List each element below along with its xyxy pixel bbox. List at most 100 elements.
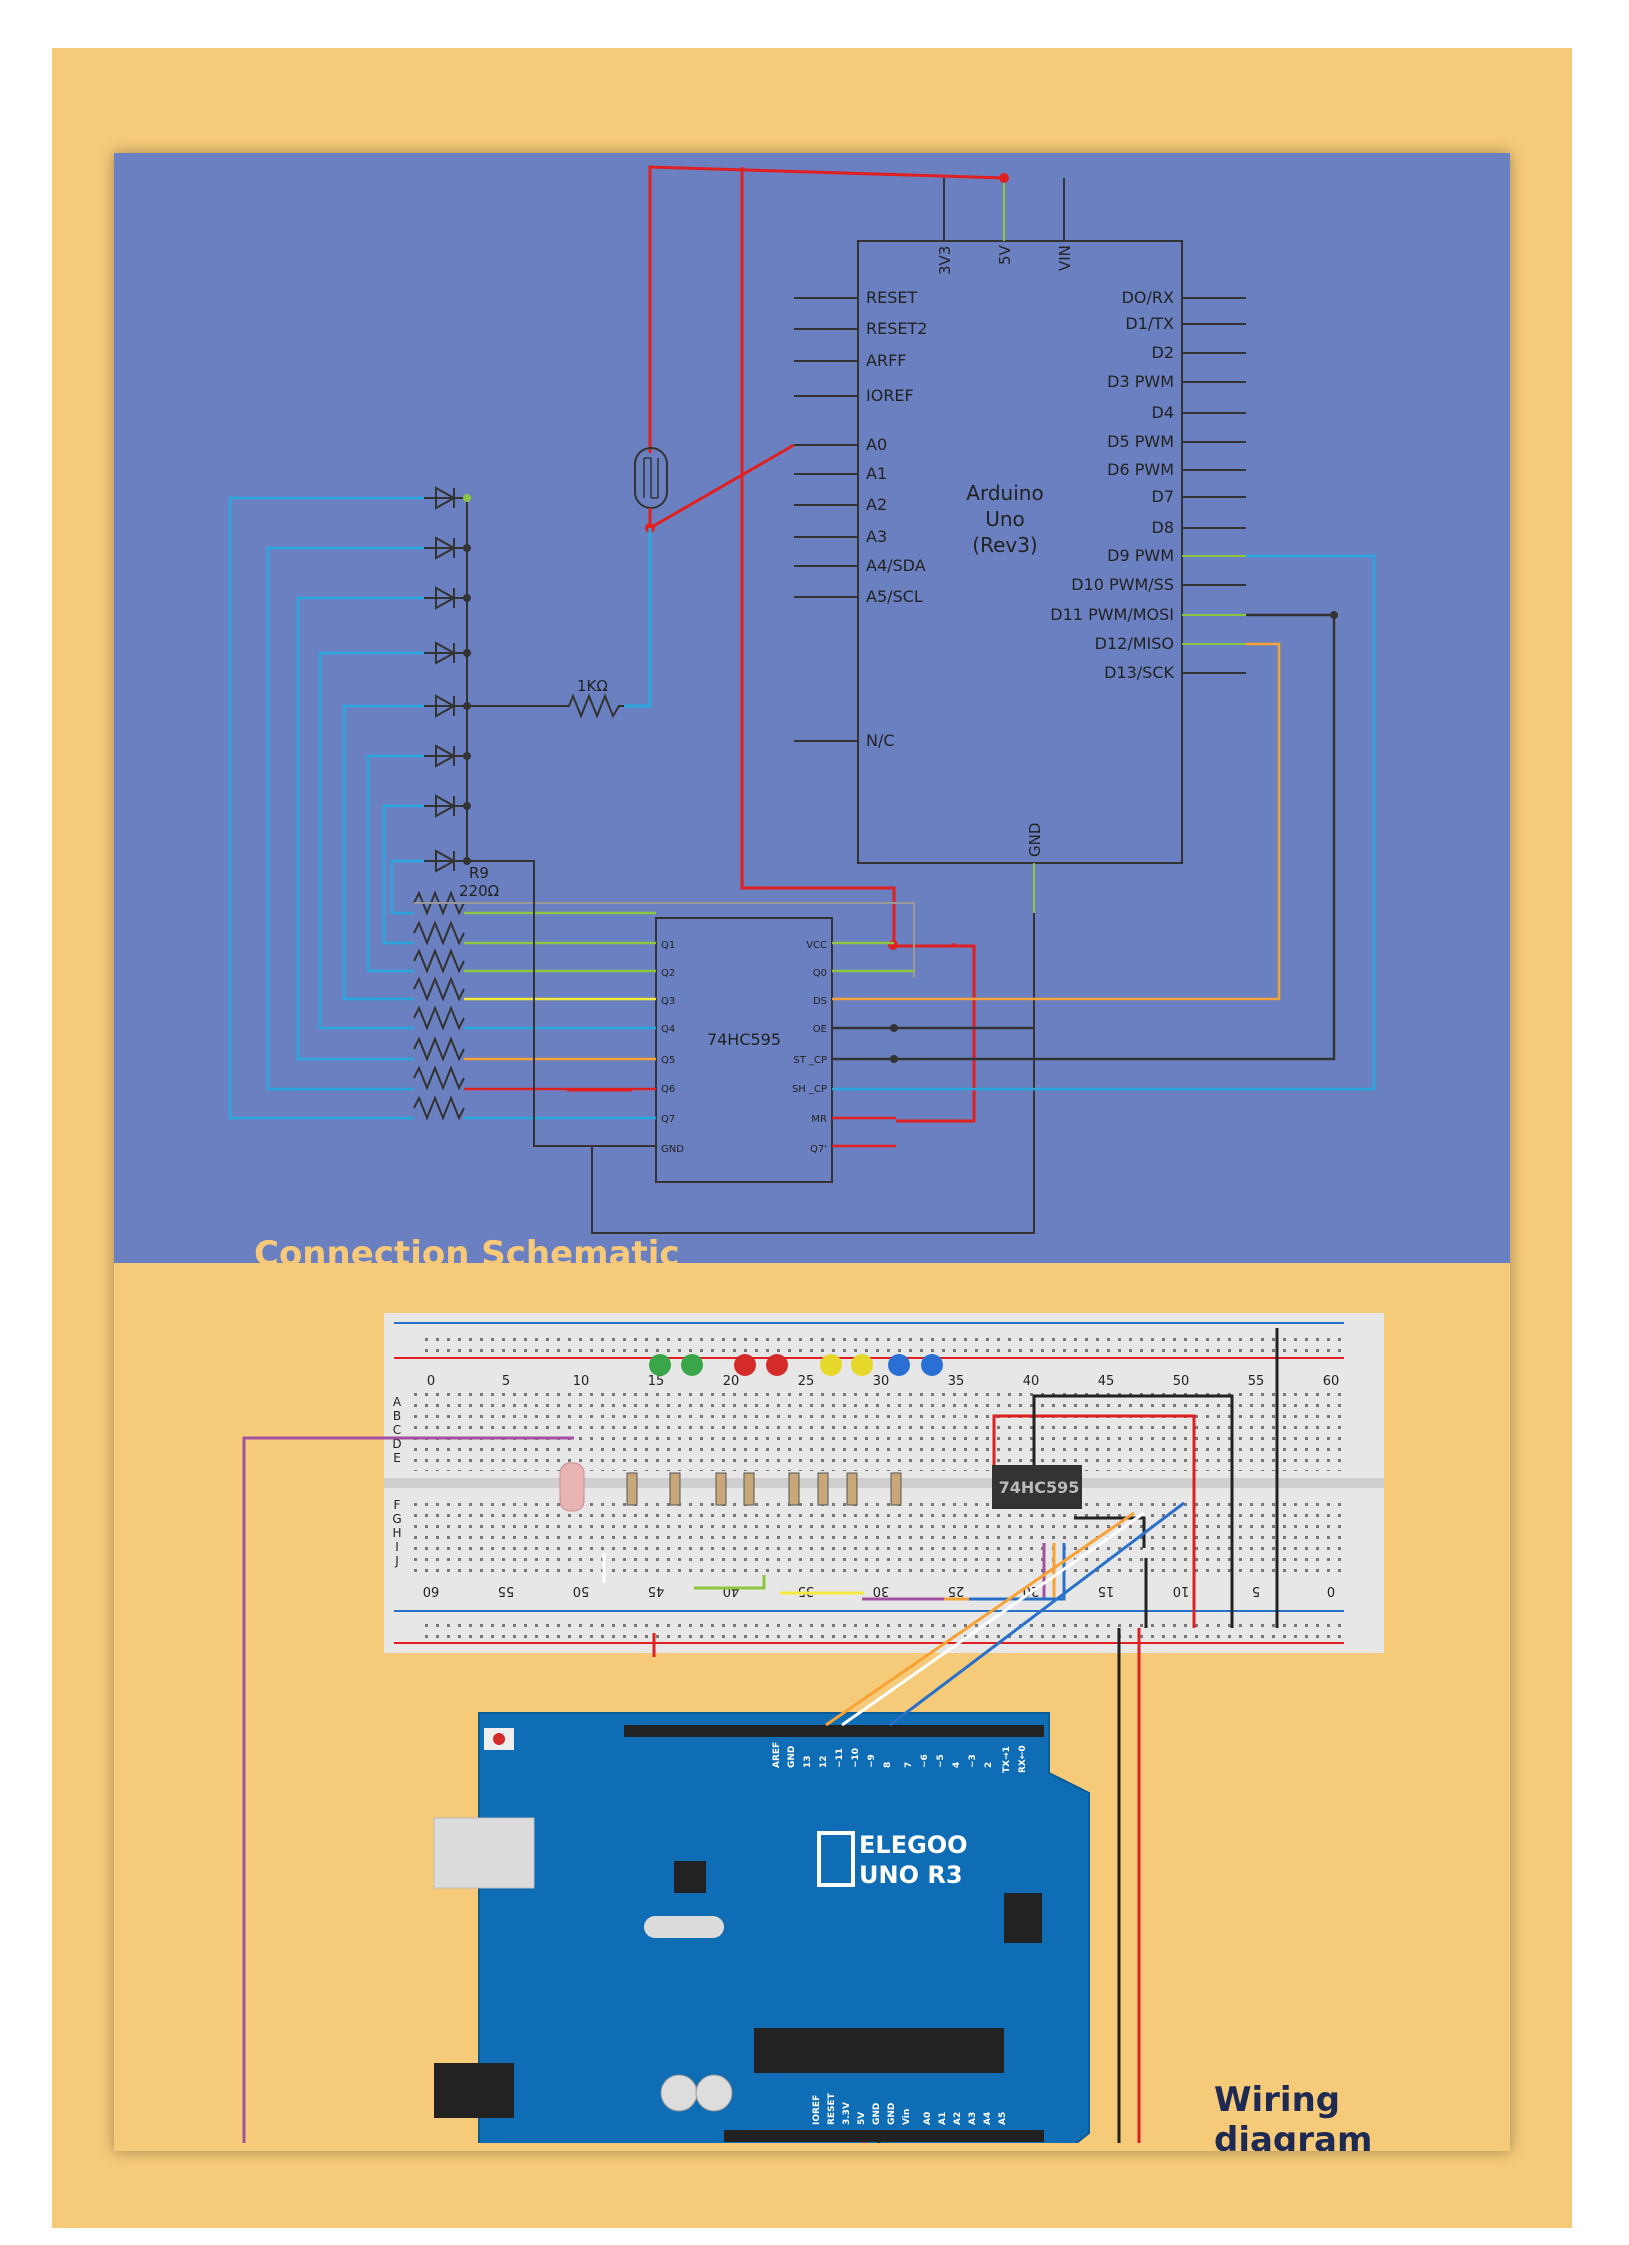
row-letter: E bbox=[393, 1451, 401, 1465]
pin-d4-label: D4 bbox=[1152, 403, 1175, 422]
header-label: TX→1 bbox=[1002, 1746, 1012, 1773]
col-number: 35 bbox=[798, 1583, 815, 1598]
brand-logo bbox=[817, 1831, 855, 1887]
col-number: 15 bbox=[1098, 1583, 1115, 1598]
breadboard-wires bbox=[602, 1328, 1279, 1657]
col-number: 45 bbox=[648, 1583, 665, 1598]
pin-d12-label: D12/MISO bbox=[1095, 634, 1174, 653]
col-number: 40 bbox=[1023, 1374, 1040, 1389]
pin-a4-label: A4/SDA bbox=[866, 556, 926, 575]
pin-5v-label: 5V bbox=[996, 244, 1014, 265]
wiring-diagram: 0 5 10 15 20 25 30 35 40 45 50 55 60 60 … bbox=[242, 1313, 1384, 2143]
resistor-bank-label: R9 bbox=[469, 864, 489, 882]
pin-d5-label: D5 PWM bbox=[1107, 432, 1174, 451]
leds-on-breadboard bbox=[649, 1354, 943, 1376]
col-number: 30 bbox=[873, 1583, 890, 1598]
pin-d10-label: D10 PWM/SS bbox=[1071, 575, 1174, 594]
col-number: 60 bbox=[423, 1583, 440, 1598]
sr-left-wires bbox=[464, 911, 656, 1120]
sr-pin-q6: Q6 bbox=[661, 1084, 675, 1095]
sr-right-wires bbox=[832, 554, 1376, 1148]
breadboard-holes-bottom bbox=[414, 1495, 1344, 1575]
header-label: 7 bbox=[904, 1762, 914, 1768]
schematic-title: Connection Schematic bbox=[254, 1234, 680, 1274]
pin-d7-label: D7 bbox=[1152, 487, 1175, 506]
header-label: IOREF bbox=[812, 2095, 822, 2125]
capacitor bbox=[695, 2074, 733, 2112]
col-number: 55 bbox=[498, 1583, 515, 1598]
sr-pin-q1: Q1 bbox=[661, 940, 675, 951]
col-number: 25 bbox=[798, 1374, 815, 1389]
header-label: 8 bbox=[883, 1762, 893, 1768]
header-label: Vin bbox=[902, 2109, 912, 2125]
led-symbol bbox=[424, 486, 467, 510]
row-letter: I bbox=[395, 1540, 399, 1554]
top-header-labels: AREF GND 13 12 ~11 ~10 ~9 8 7 ~6 ~5 4 ~3… bbox=[772, 1742, 1028, 1773]
col-number: 5 bbox=[502, 1374, 510, 1389]
col-number: 55 bbox=[1248, 1374, 1265, 1389]
col-number: 20 bbox=[723, 1374, 740, 1389]
col-number: 5 bbox=[1252, 1583, 1260, 1598]
figure-panel: Arduino Uno (Rev3) 3V3 5V VIN RESET bbox=[114, 153, 1510, 2151]
photoresistor-to-1k-wire bbox=[624, 528, 652, 708]
led-yellow bbox=[820, 1354, 842, 1376]
shift-register-symbol bbox=[655, 917, 833, 1183]
shift-register-chip-label: 74HC595 bbox=[999, 1478, 1080, 1497]
photoresistor bbox=[559, 1462, 585, 1512]
pin-arff-label: ARFF bbox=[866, 351, 906, 370]
reset-button-dot bbox=[493, 1733, 505, 1745]
arduino-right-pins bbox=[1182, 297, 1246, 674]
col-number: 0 bbox=[427, 1374, 435, 1389]
header-label: GND bbox=[872, 2103, 882, 2125]
pin-a1-label: A1 bbox=[866, 464, 887, 483]
power-jack bbox=[434, 2063, 514, 2118]
board-wires bbox=[825, 1501, 1185, 2143]
header-label: GND bbox=[887, 2103, 897, 2125]
led-blue bbox=[888, 1354, 910, 1376]
sr-pin-q3: Q3 bbox=[661, 996, 675, 1007]
arduino-right-pin-labels: DO/RX D1/TX D2 D3 PWM D4 D5 PWM D6 PWM D… bbox=[1050, 288, 1174, 682]
led-blue bbox=[921, 1354, 943, 1376]
col-number: 15 bbox=[648, 1374, 665, 1389]
sr-left-pin-labels: Q1 Q2 Q3 Q4 Q5 Q6 Q7 GND bbox=[661, 940, 684, 1155]
arduino-name-line3: (Rev3) bbox=[972, 533, 1037, 557]
sr-pin-shcp: SH _CP bbox=[792, 1084, 827, 1095]
header-label: 13 bbox=[803, 1755, 813, 1768]
pin-d8-label: D8 bbox=[1152, 518, 1175, 537]
top-header bbox=[624, 1725, 1044, 1737]
pin-3v3-label: 3V3 bbox=[936, 246, 954, 275]
row-letter: B bbox=[393, 1409, 401, 1423]
pin-reset2-label: RESET2 bbox=[866, 319, 927, 338]
pin-d9-label: D9 PWM bbox=[1107, 546, 1174, 565]
sr-pin-q2: Q2 bbox=[661, 968, 675, 979]
shift-register-name: 74HC595 bbox=[707, 1030, 781, 1049]
capacitor bbox=[660, 2074, 698, 2112]
breadboard-holes-top-rail bbox=[424, 1331, 1344, 1353]
icsp-header bbox=[1004, 1893, 1042, 1943]
pin-ioref-label: IOREF bbox=[866, 386, 914, 405]
arduino-top-pins bbox=[943, 178, 1065, 241]
led-column bbox=[424, 486, 468, 873]
led-symbol bbox=[424, 794, 467, 818]
header-label: A5 bbox=[998, 2112, 1008, 2125]
led-green bbox=[681, 1354, 703, 1376]
pin-a2-label: A2 bbox=[866, 495, 887, 514]
sr-pin-gnd: GND bbox=[661, 1144, 684, 1155]
breadboard-column-numbers-bottom: 60 55 50 45 40 35 30 25 20 15 10 5 0 bbox=[423, 1583, 1335, 1598]
led-symbol bbox=[424, 744, 467, 768]
led-red bbox=[766, 1354, 788, 1376]
header-label: 2 bbox=[984, 1762, 994, 1768]
sr-pin-q7p: Q7' bbox=[810, 1144, 827, 1155]
bottom-header bbox=[724, 2130, 1044, 2142]
junction-dot bbox=[999, 173, 1009, 183]
led-top-dot bbox=[463, 494, 471, 502]
header-label: 5V bbox=[857, 2112, 867, 2125]
resistor-bank bbox=[413, 890, 465, 1121]
row-letter: A bbox=[393, 1395, 402, 1409]
junction-dot bbox=[888, 940, 898, 950]
led-symbol bbox=[424, 694, 467, 718]
sr-pin-mr: MR bbox=[811, 1114, 827, 1125]
sr-pin-oe: OE bbox=[813, 1024, 827, 1035]
sr-pin-q7: Q7 bbox=[661, 1114, 675, 1125]
col-number: 10 bbox=[573, 1374, 590, 1389]
